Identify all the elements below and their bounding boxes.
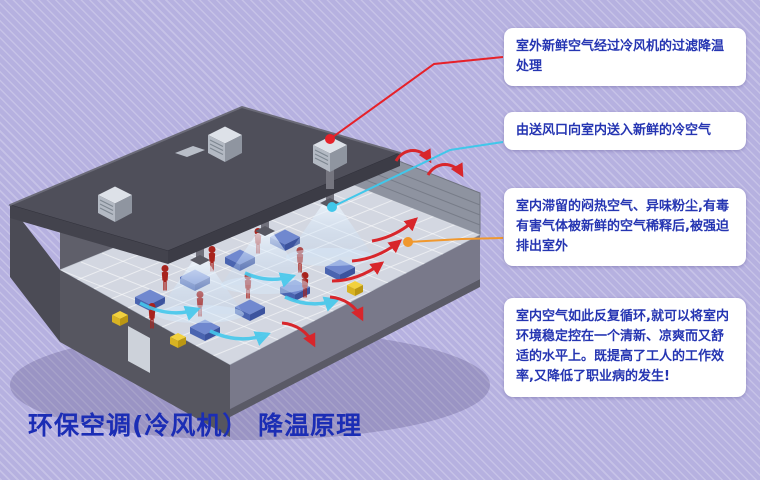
callout-circulation: 室内空气如此反复循环,就可以将室内环境稳定控在一个清新、凉爽而又舒适的水平上。既… [504,298,746,397]
callout-exhaust-air: 室内滞留的闷热空气、异味粉尘,有毒有害气体被新鲜的空气稀释后,被强迫排出室外 [504,188,746,267]
callout-fresh-air: 室外新鲜空气经过冷风机的过滤降温处理 [504,28,746,87]
left-wall [10,205,60,342]
callout-exhaust-air-text: 室内滞留的闷热空气、异味粉尘,有毒有害气体被新鲜的空气稀释后,被强迫排出室外 [516,199,729,255]
supply-duct [326,167,334,189]
callout-fresh-air-text: 室外新鲜空气经过冷风机的过滤降温处理 [516,39,725,75]
factory-cooling-illustration [0,35,510,465]
factory-door [128,326,150,373]
page-title: 环保空调(冷风机） 降温原理 [28,411,363,440]
callout-circulation-text: 室内空气如此反复循环,就可以将室内环境稳定控在一个清新、凉爽而又舒适的水平上。既… [516,309,729,385]
callout-supply-air-text: 由送风口向室内送入新鲜的冷空气 [516,123,712,138]
callout-supply-air: 由送风口向室内送入新鲜的冷空气 [504,112,746,151]
roof-vent [175,146,205,157]
front-right-wall [230,235,480,417]
front-left-wall [60,270,230,437]
airflow-arrows [139,271,340,346]
factory-illustration-svg [8,105,490,440]
